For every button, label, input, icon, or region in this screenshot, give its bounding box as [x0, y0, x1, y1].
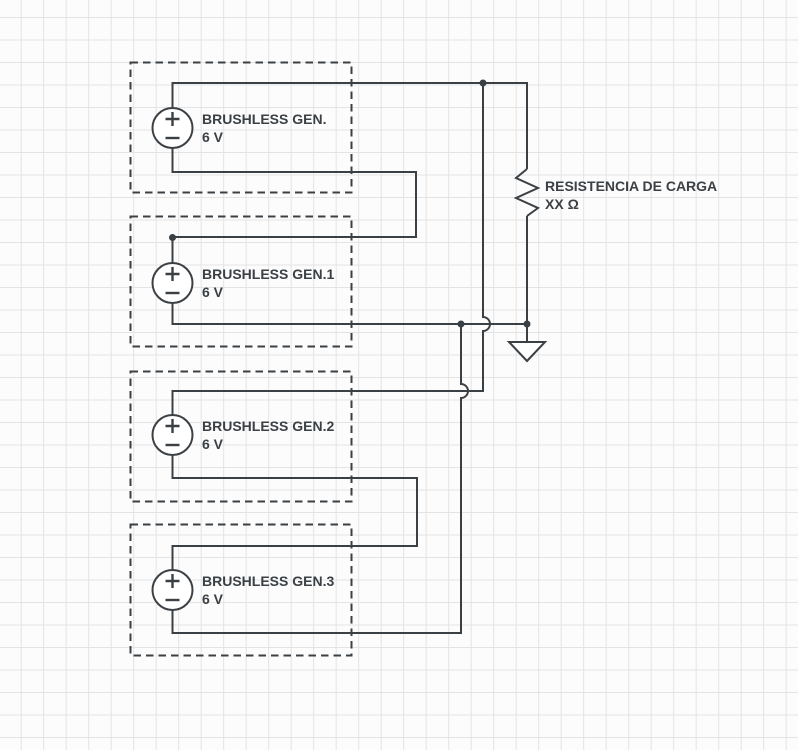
generator-unit-4[interactable]: BRUSHLESS GEN.3 6 V — [129, 523, 353, 657]
ground-symbol[interactable] — [506, 324, 548, 363]
generator1-name-label: BRUSHLESS GEN. — [202, 111, 326, 127]
wire-gen3-negative-to-gen4-positive[interactable] — [171, 455, 418, 570]
resistor-zigzag-icon[interactable] — [513, 168, 541, 217]
wire-gen1-positive-to-resistor[interactable] — [171, 82, 528, 169]
junction-dot — [457, 320, 465, 328]
junction-dots — [169, 79, 531, 328]
junction-dot — [169, 234, 176, 241]
generator2-name-label: BRUSHLESS GEN.1 — [202, 266, 334, 282]
generator1-voltage-label: 6 V — [202, 129, 224, 145]
junction-dot — [479, 79, 487, 87]
generator2-source-icon[interactable] — [151, 262, 194, 304]
wire-gen4-negative-to-ground-rail[interactable] — [171, 324, 469, 634]
generator-unit-1[interactable]: BRUSHLESS GEN. 6 V — [129, 61, 353, 194]
generator4-voltage-label: 6 V — [202, 591, 224, 607]
generator3-name-label: BRUSHLESS GEN.2 — [202, 418, 334, 434]
resistor-name-label: RESISTENCIA DE CARGA — [545, 178, 717, 194]
wire-topnode-to-gen3-positive[interactable] — [171, 83, 491, 415]
generator2-voltage-label: 6 V — [202, 284, 224, 300]
resistor-value-label: XX Ω — [545, 196, 579, 212]
wire-gen2-negative-to-ground-rail[interactable] — [171, 303, 528, 325]
junction-dot — [523, 320, 531, 328]
generator4-name-label: BRUSHLESS GEN.3 — [202, 573, 334, 589]
plus-icon — [165, 574, 180, 588]
generator-unit-3[interactable]: BRUSHLESS GEN.2 6 V — [129, 370, 353, 503]
generator4-source-icon[interactable] — [151, 569, 194, 611]
wires-layer — [171, 82, 528, 634]
plus-icon — [165, 267, 180, 281]
plus-icon — [165, 419, 180, 433]
generator1-source-icon[interactable] — [151, 107, 194, 149]
ground-triangle-icon — [506, 341, 548, 363]
plus-icon — [165, 112, 180, 126]
generator4-boundary-box[interactable] — [129, 523, 353, 657]
generator3-voltage-label: 6 V — [202, 436, 224, 452]
generator3-source-icon[interactable] — [151, 414, 194, 456]
generator-unit-2[interactable]: BRUSHLESS GEN.1 6 V — [129, 215, 353, 348]
load-resistor[interactable]: RESISTENCIA DE CARGA XX Ω — [513, 168, 717, 217]
wire-gen1-negative-to-gen2-positive[interactable] — [171, 148, 417, 263]
